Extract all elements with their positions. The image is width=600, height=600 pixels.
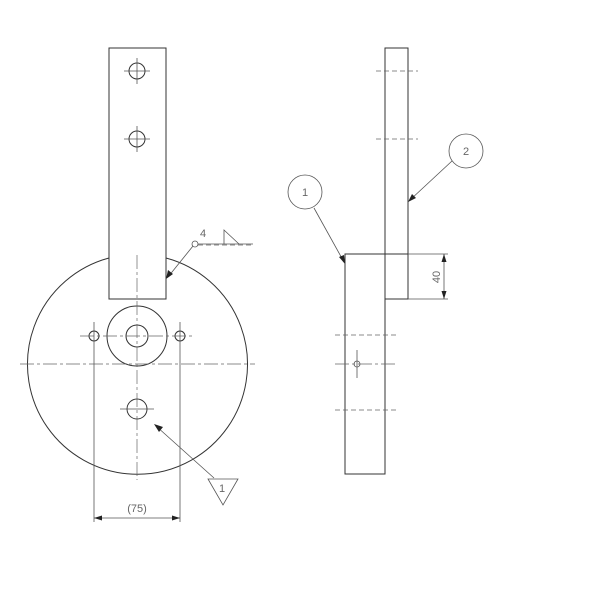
side-view: 40 1 2 — [287, 47, 484, 475]
balloon-2: 2 — [408, 133, 484, 202]
dimension-40-label: 40 — [431, 271, 443, 283]
balloon-1: 1 — [287, 174, 345, 264]
dimension-75-label: (75) — [127, 503, 147, 515]
balloon-1-label: 1 — [302, 187, 308, 199]
bar-hole-middle — [124, 126, 150, 152]
bar-hole-top — [124, 58, 150, 84]
weld-callout-label: 1 — [219, 483, 225, 495]
front-view: (75) 4 1 — [20, 47, 255, 522]
weld-callout-triangle: 1 — [154, 424, 239, 506]
balloon-2-label: 2 — [463, 146, 469, 158]
weld-symbol: 4 — [166, 228, 253, 279]
bar-outline — [108, 47, 167, 300]
disc-outline — [27, 257, 248, 475]
side-bar-outline — [384, 47, 409, 300]
weld-size-label: 4 — [200, 228, 206, 240]
